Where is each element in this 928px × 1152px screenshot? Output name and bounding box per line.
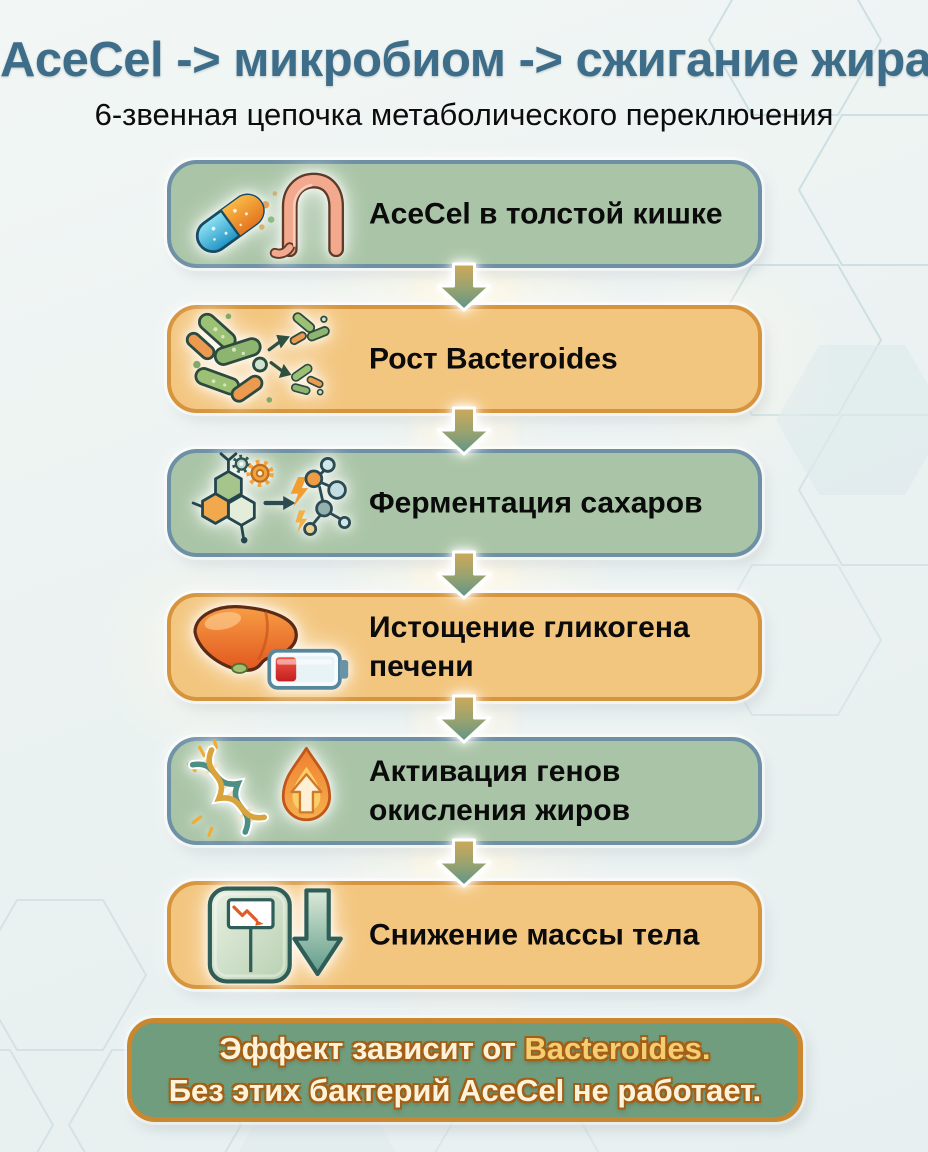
bacteria-growth-icon: [179, 307, 367, 411]
step-box-acecel-colon: AceCel в толстой кишке: [167, 160, 762, 268]
step-label: Ферментация сахаров: [369, 486, 703, 520]
dna-flame-icon: [179, 739, 367, 843]
footer-note: Эффект зависит от Bacteroides. Без этих …: [127, 1018, 803, 1122]
footer-line-1: Эффект зависит от Bacteroides.: [220, 1028, 711, 1070]
liver-battery-icon: [179, 595, 367, 699]
step-label: Истощение гликогена печени: [369, 611, 690, 683]
footer-line-1-text: Эффект зависит от: [219, 1031, 516, 1067]
down-arrow-icon: [436, 550, 492, 600]
sugar-fermentation-icon: [179, 451, 367, 555]
step-box-weight-loss: Снижение массы тела: [167, 881, 762, 989]
page-subtitle: 6-звенная цепочка метаболического перекл…: [94, 97, 834, 132]
down-arrow-icon: [436, 406, 492, 456]
page-title: AceCel -> микробиом -> сжигание жира: [0, 33, 928, 87]
down-arrow-icon: [436, 262, 492, 312]
step-label: Активация генов окисления жиров: [369, 755, 631, 827]
capsule-intestine-icon: [179, 162, 367, 266]
step-box-sugar-fermentation: Ферментация сахаров: [167, 449, 762, 557]
footer-line-2: Без этих бактерий AceCel не работает.: [168, 1073, 762, 1108]
weight-scale-icon: [179, 883, 367, 987]
step-box-bacteroides-growth: Рост Bacteroides: [167, 305, 762, 413]
step-label: Рост Bacteroides: [369, 342, 618, 376]
step-label: Снижение массы тела: [369, 918, 700, 952]
step-box-glycogen-depletion: Истощение гликогена печени: [167, 593, 762, 701]
down-arrow-icon: [436, 694, 492, 744]
footer-bacteroides-highlight: Bacteroides.: [524, 1031, 711, 1067]
step-label: AceCel в толстой кишке: [369, 197, 723, 231]
step-box-fat-oxidation-genes: Активация генов окисления жиров: [167, 737, 762, 845]
down-arrow-icon: [436, 838, 492, 888]
